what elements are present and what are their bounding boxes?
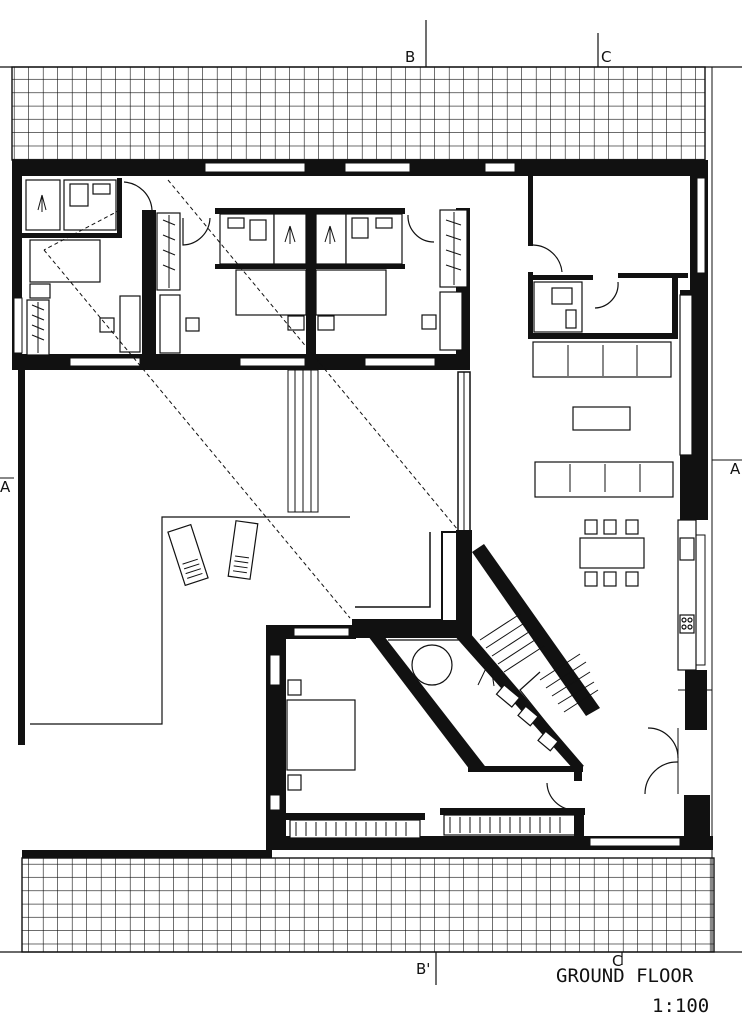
bedroom-furniture [29,239,463,354]
bathroom-fixtures [25,179,583,333]
section-mark-a-right: A [730,460,741,478]
living-area-furniture [532,294,697,671]
entry-area [589,689,713,847]
exterior-walls [12,160,713,858]
section-mark-c-bottom: C [612,952,622,970]
paving-grid-bottom [21,857,715,953]
staircase [479,613,599,731]
section-mark-a-left: A [0,478,11,496]
paving-grid-top [11,66,706,161]
drawing-title: GROUND FLOOR [556,965,694,987]
drawing-scale: 1:100 [652,995,709,1017]
master-suite-walls [266,530,600,850]
door-swings [123,181,679,811]
section-mark-c-top: C [601,48,611,66]
section-mark-b-bottom: B' [416,960,430,978]
wardrobes [26,209,468,356]
section-mark-b-top: B [405,48,415,66]
terrace-area [30,179,471,725]
